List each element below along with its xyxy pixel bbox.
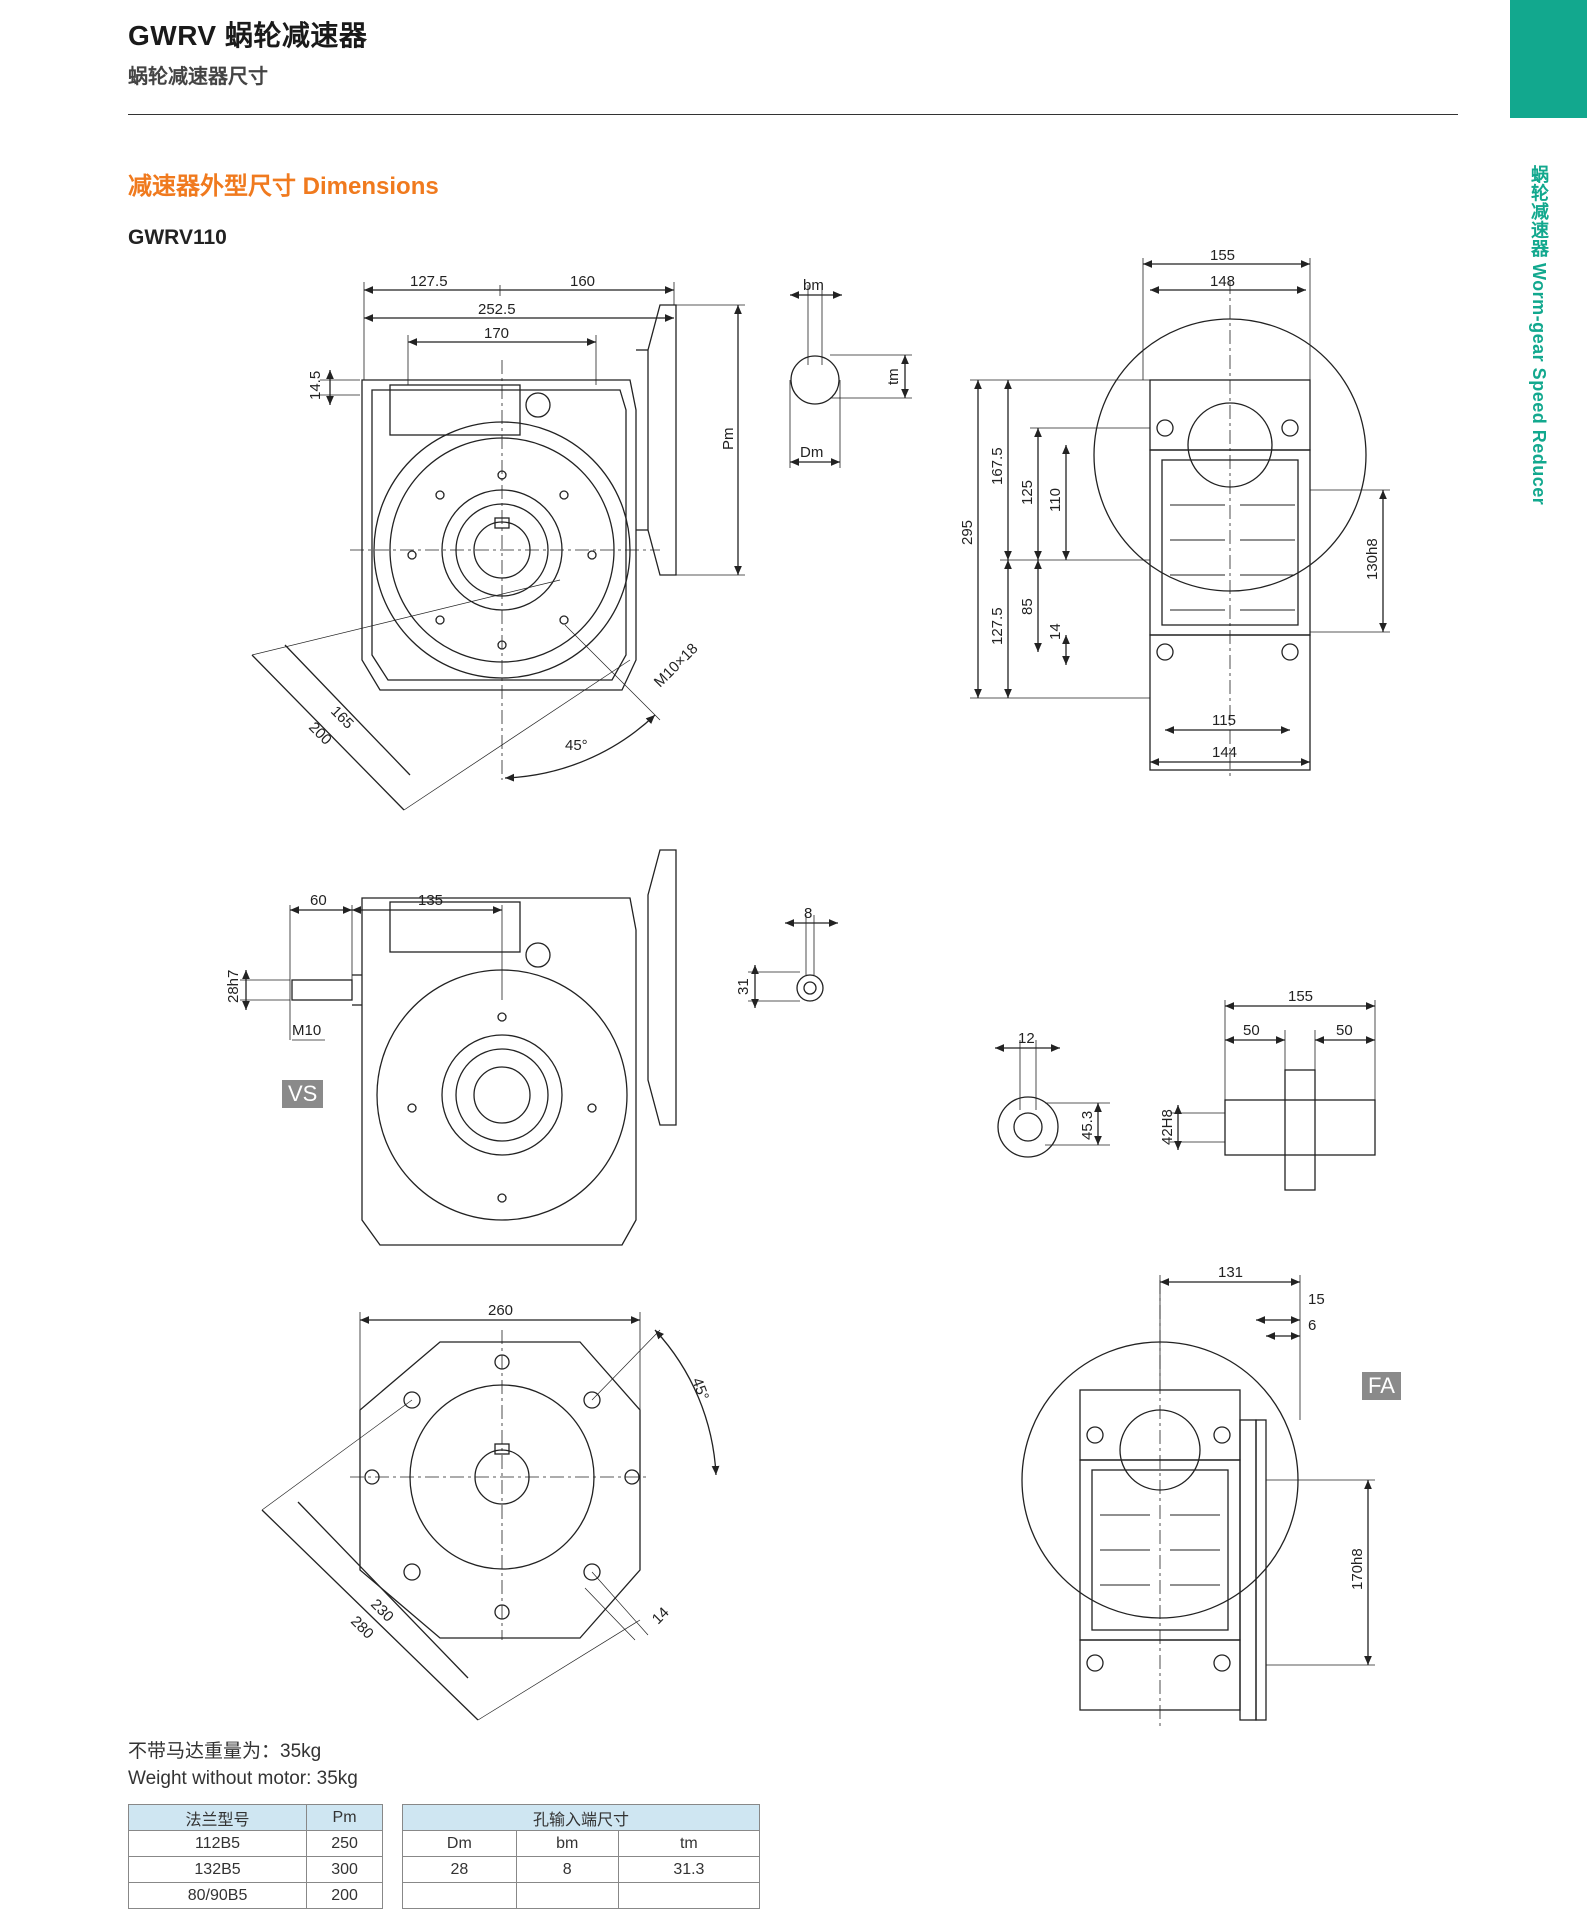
page-subtitle: 蜗轮减速器尺寸: [128, 66, 268, 88]
fa-side-view: [1021, 1275, 1375, 1730]
flange-header-type: 法兰型号: [127, 1804, 308, 1831]
dim-115: 115: [1212, 712, 1236, 729]
chapter-tab: [1510, 0, 1587, 118]
dim-42h8: 42H8: [1159, 1109, 1176, 1145]
bore-table: 孔输入端尺寸 Dm bm tm 28 8 31.3: [402, 1804, 761, 1909]
vs-badge: VS: [282, 1080, 324, 1108]
dim-127-5b: 127.5: [989, 607, 1006, 645]
dim-pm: Pm: [720, 428, 737, 451]
dim-200: 200: [305, 719, 335, 749]
front-view: [251, 282, 745, 811]
bore-tm: [617, 1882, 761, 1909]
bore-dm: 28: [402, 1856, 517, 1883]
bore-bm: [515, 1882, 619, 1909]
dim-160: 160: [570, 273, 595, 290]
dim-45-3: 45.3: [1079, 1111, 1096, 1140]
dim-252-5: 252.5: [478, 301, 516, 318]
table-row: 80/90B5 200: [127, 1882, 383, 1909]
flange-pm: 300: [306, 1856, 383, 1883]
dim-45deg-b: 45°: [688, 1376, 712, 1403]
dim-15: 15: [1308, 1291, 1325, 1308]
flange-pm: 250: [306, 1830, 383, 1857]
dim-110: 110: [1047, 488, 1064, 512]
dim-295: 295: [959, 520, 976, 545]
dim-14-5: 14.5: [307, 371, 324, 400]
dim-m10: M10: [292, 1022, 321, 1039]
dim-45deg: 45°: [565, 737, 588, 754]
dim-dm: Dm: [800, 444, 823, 461]
bore-header-tm: tm: [617, 1830, 761, 1857]
dim-155: 155: [1210, 247, 1235, 264]
dim-60: 60: [310, 892, 327, 909]
dim-148: 148: [1210, 273, 1235, 290]
dim-144: 144: [1212, 744, 1237, 761]
dim-165: 165: [327, 703, 357, 733]
dim-170h8: 170h8: [1349, 1548, 1366, 1590]
header-divider: [128, 114, 1458, 115]
side-view: [970, 258, 1390, 780]
flange-type: 132B5: [127, 1856, 308, 1883]
dim-tm: tm: [885, 368, 902, 385]
dim-131: 131: [1218, 1264, 1243, 1281]
bore-dm: [402, 1882, 517, 1909]
dim-bm: bm: [803, 277, 824, 294]
flange-type: 112B5: [127, 1830, 308, 1857]
bore-detail: [789, 285, 912, 468]
dim-135: 135: [418, 892, 443, 909]
flange-pm: 200: [306, 1882, 383, 1909]
flange-type: 80/90B5: [127, 1882, 308, 1909]
bore-header-dm: Dm: [402, 1830, 517, 1857]
bore-table-title: 孔输入端尺寸: [402, 1804, 760, 1831]
table-row: 112B5 250: [127, 1830, 383, 1857]
flange-header-pm: Pm: [306, 1804, 383, 1831]
dim-167-5: 167.5: [989, 447, 1006, 485]
dim-m10x18: M10×18: [651, 640, 702, 691]
bore-tm: 31.3: [617, 1856, 761, 1883]
dim-31: 31: [735, 978, 752, 995]
hollow-shaft-detail: [995, 1000, 1376, 1191]
table-row: 132B5 300: [127, 1856, 383, 1883]
dim-14b: 14: [649, 1604, 673, 1628]
model-name: GWRV110: [128, 226, 227, 249]
dim-155b: 155: [1288, 988, 1313, 1005]
dim-260: 260: [488, 1302, 513, 1319]
dim-127-5: 127.5: [410, 273, 448, 290]
dim-8: 8: [804, 905, 812, 922]
bore-header-bm: bm: [515, 1830, 619, 1857]
bore-bm: 8: [515, 1856, 619, 1883]
section-title: 减速器外型尺寸 Dimensions: [128, 173, 439, 200]
dim-50b: 50: [1336, 1022, 1353, 1039]
dim-85: 85: [1019, 598, 1036, 615]
dim-170: 170: [484, 325, 509, 342]
dim-50a: 50: [1243, 1022, 1260, 1039]
flange-table: 法兰型号 Pm 112B5 250 132B5 300 80/90B5 200: [127, 1804, 383, 1909]
vs-front-view: [240, 849, 838, 1246]
dim-130h8: 130h8: [1364, 538, 1381, 580]
fa-badge: FA: [1362, 1372, 1401, 1400]
dim-125: 125: [1019, 480, 1036, 505]
dim-14: 14: [1047, 623, 1064, 640]
weight-en: Weight without motor: 35kg: [128, 1768, 358, 1789]
page-title: GWRV 蜗轮减速器: [128, 20, 368, 51]
dim-12: 12: [1018, 1030, 1035, 1047]
side-chapter-label: 蜗轮减速器 Worm-gear Speed Reducer: [1529, 165, 1549, 506]
table-row: 28 8 31.3: [402, 1856, 761, 1883]
weight-zh: 不带马达重量为：35kg: [128, 1741, 322, 1762]
flange-front-view: [261, 1312, 720, 1721]
dim-6: 6: [1308, 1317, 1316, 1334]
dim-28h7: 28h7: [225, 970, 242, 1003]
table-row: [402, 1882, 761, 1909]
